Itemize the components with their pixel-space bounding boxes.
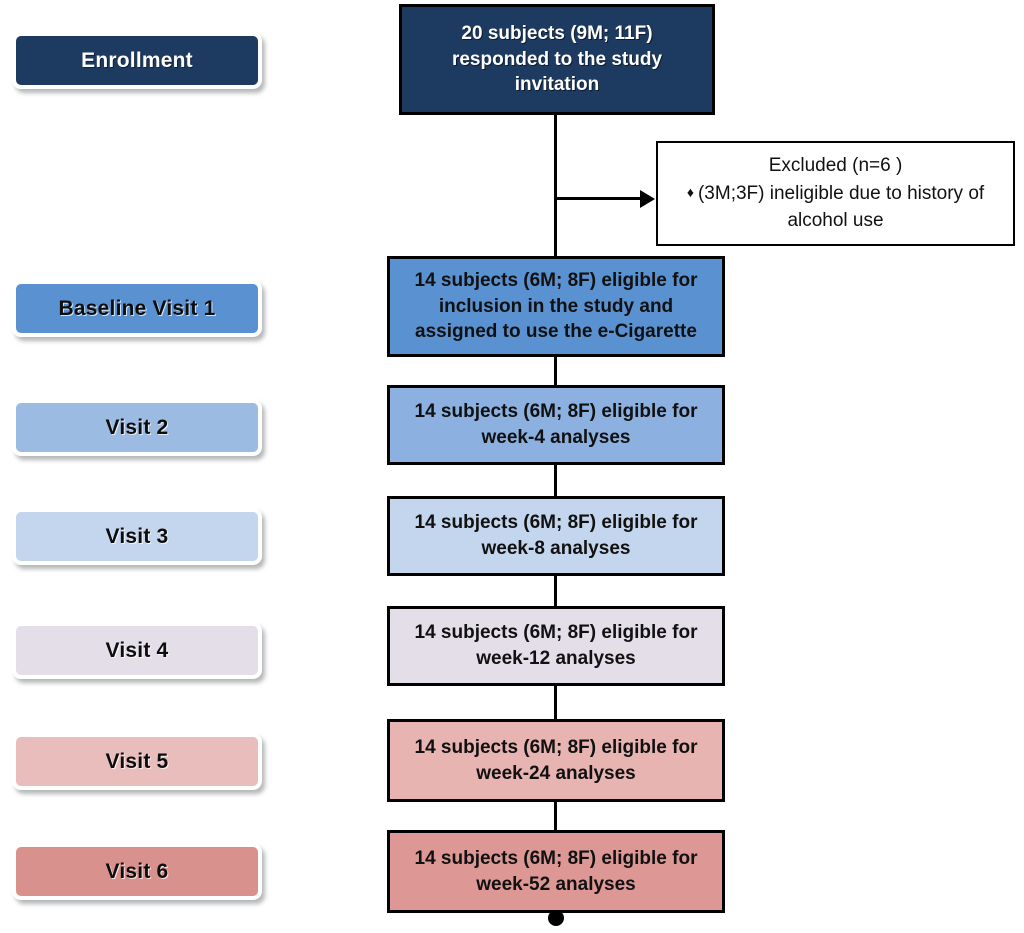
flow-box-week-4-text: 14 subjects (6M; 8F) eligible for week-4… <box>414 401 698 448</box>
excluded-box: Excluded (n=6 ) ♦(3M;3F) ineligible due … <box>656 141 1015 246</box>
stage-pill-visit-6-label: Visit 6 <box>105 860 169 883</box>
flow-box-week-24-text: 14 subjects (6M; 8F) eligible for week-2… <box>414 736 698 784</box>
stage-pill-visit-2-label: Visit 2 <box>105 416 169 439</box>
flow-box-eligible-inclusion: 14 subjects (6M; 8F) eligible for inclus… <box>387 256 725 357</box>
flow-box-week-12-text: 14 subjects (6M; 8F) eligible for week-1… <box>414 622 698 669</box>
stage-pill-enrollment-label: Enrollment <box>81 49 193 72</box>
connector-week4-to-week8 <box>554 462 557 499</box>
stage-pill-visit-3[interactable]: Visit 3 <box>12 508 262 565</box>
arrow-head-excluded <box>640 190 655 208</box>
stage-pill-visit-5[interactable]: Visit 5 <box>12 733 262 790</box>
connector-week8-to-week12 <box>554 573 557 609</box>
connector-baseline-to-week4 <box>554 354 557 388</box>
stage-pill-visit-2[interactable]: Visit 2 <box>12 399 262 456</box>
flow-box-week-12: 14 subjects (6M; 8F) eligible for week-1… <box>387 606 725 686</box>
stage-pill-visit-4[interactable]: Visit 4 <box>12 622 262 679</box>
flow-box-responded: 20 subjects (9M; 11F) responded to the s… <box>399 4 715 115</box>
connector-week12-to-week24 <box>554 683 557 722</box>
flow-box-week-8: 14 subjects (6M; 8F) eligible for week-8… <box>387 496 725 576</box>
connector-branch-to-excluded <box>554 197 642 200</box>
stage-pill-baseline-visit-1[interactable]: Baseline Visit 1 <box>12 280 262 337</box>
flow-box-responded-text: 20 subjects (9M; 11F) responded to the s… <box>451 23 663 96</box>
flow-box-week-24: 14 subjects (6M; 8F) eligible for week-2… <box>387 719 725 802</box>
flow-box-week-52: 14 subjects (6M; 8F) eligible for week-5… <box>387 830 725 913</box>
stage-pill-visit-4-label: Visit 4 <box>105 639 169 662</box>
stage-pill-enrollment[interactable]: Enrollment <box>12 32 262 89</box>
diamond-bullet-icon: ♦ <box>686 183 694 200</box>
excluded-list-item: ♦(3M;3F) ineligible due to history of al… <box>666 180 1005 235</box>
flow-box-week-52-text: 14 subjects (6M; 8F) eligible for week-5… <box>414 847 698 895</box>
flow-box-week-4: 14 subjects (6M; 8F) eligible for week-4… <box>387 385 725 465</box>
stage-pill-visit-3-label: Visit 3 <box>105 525 169 548</box>
flow-box-week-8-text: 14 subjects (6M; 8F) eligible for week-8… <box>414 512 698 559</box>
flow-box-eligible-inclusion-text: 14 subjects (6M; 8F) eligible for inclus… <box>414 270 698 343</box>
excluded-title: Excluded (n=6 ) <box>768 155 903 177</box>
terminus-dot-icon <box>548 910 564 926</box>
connector-trunk-enrollment-to-baseline <box>554 112 557 260</box>
excluded-list-item-text: (3M;3F) ineligible due to history of alc… <box>697 182 985 232</box>
connector-week24-to-week52 <box>554 799 557 833</box>
stage-pill-baseline-visit-1-label: Baseline Visit 1 <box>58 297 216 320</box>
stage-pill-visit-5-label: Visit 5 <box>105 750 169 773</box>
stage-pill-visit-6[interactable]: Visit 6 <box>12 843 262 900</box>
